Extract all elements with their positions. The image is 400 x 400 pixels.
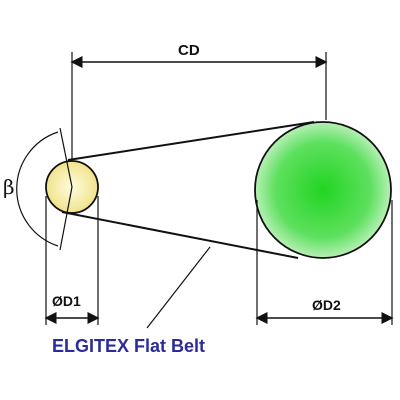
d1-text: D1 — [63, 293, 81, 309]
belt-lower-strand — [61, 211, 299, 259]
angle-arc — [16, 131, 59, 247]
diameter-symbol-d2: Ø — [312, 297, 323, 313]
angle-ray-lower — [59, 186, 73, 251]
cd-label: CD — [178, 42, 200, 59]
caption-leader-line — [146, 246, 211, 329]
angle-ray-upper — [59, 127, 73, 188]
beta-label: β — [3, 175, 15, 199]
d2-label: ØD2 — [312, 297, 341, 313]
d1-label: ØD1 — [52, 293, 81, 309]
belt-upper-strand — [67, 121, 315, 161]
d2-text: D2 — [323, 297, 341, 313]
large-pulley — [254, 121, 392, 259]
diameter-symbol-d1: Ø — [52, 293, 63, 309]
belt-caption: ELGITEX Flat Belt — [52, 336, 205, 356]
